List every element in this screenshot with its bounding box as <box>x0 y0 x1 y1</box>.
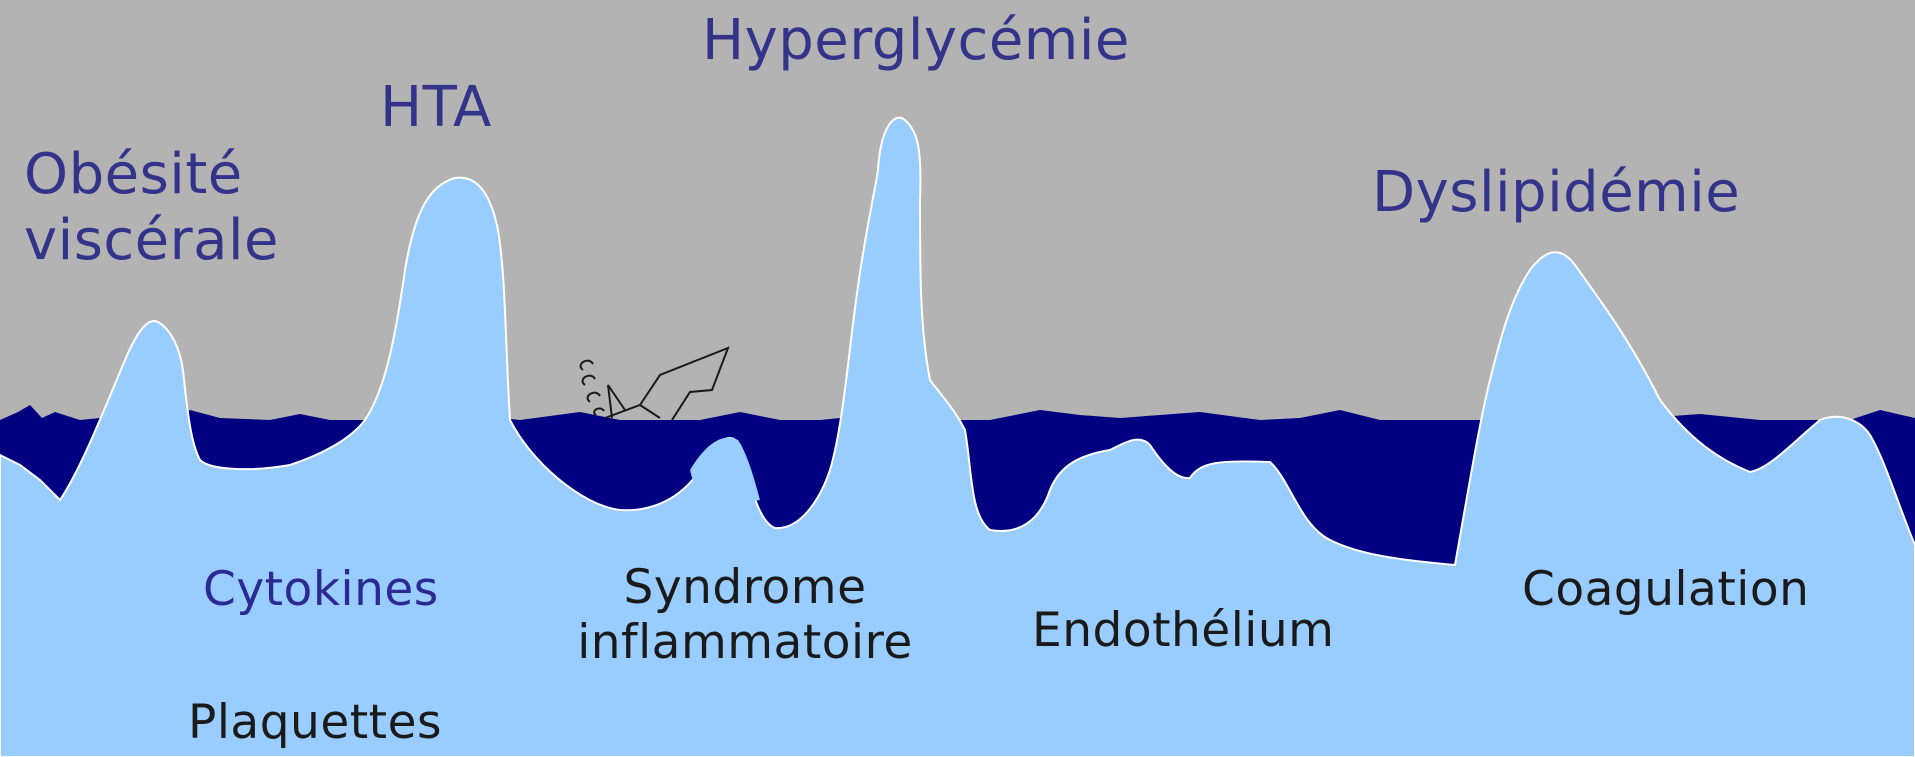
label-obesite-line1: Obésité <box>24 142 279 208</box>
label-syndrome-line1: Syndrome <box>555 560 935 615</box>
label-coagulation: Coagulation <box>1522 562 1809 617</box>
label-syndrome-inflammatoire: Syndrome inflammatoire <box>555 560 935 671</box>
label-cytokines: Cytokines <box>203 562 439 617</box>
label-obesite-viscerale: Obésité viscérale <box>24 142 279 274</box>
label-plaquettes: Plaquettes <box>188 695 442 750</box>
label-syndrome-line2: inflammatoire <box>555 615 935 670</box>
label-dyslipidemie: Dyslipidémie <box>1372 160 1740 226</box>
label-endothelium: Endothélium <box>1032 603 1334 658</box>
label-obesite-line2: viscérale <box>24 208 279 274</box>
label-hta: HTA <box>380 75 492 141</box>
label-hyperglycemie: Hyperglycémie <box>702 8 1130 74</box>
